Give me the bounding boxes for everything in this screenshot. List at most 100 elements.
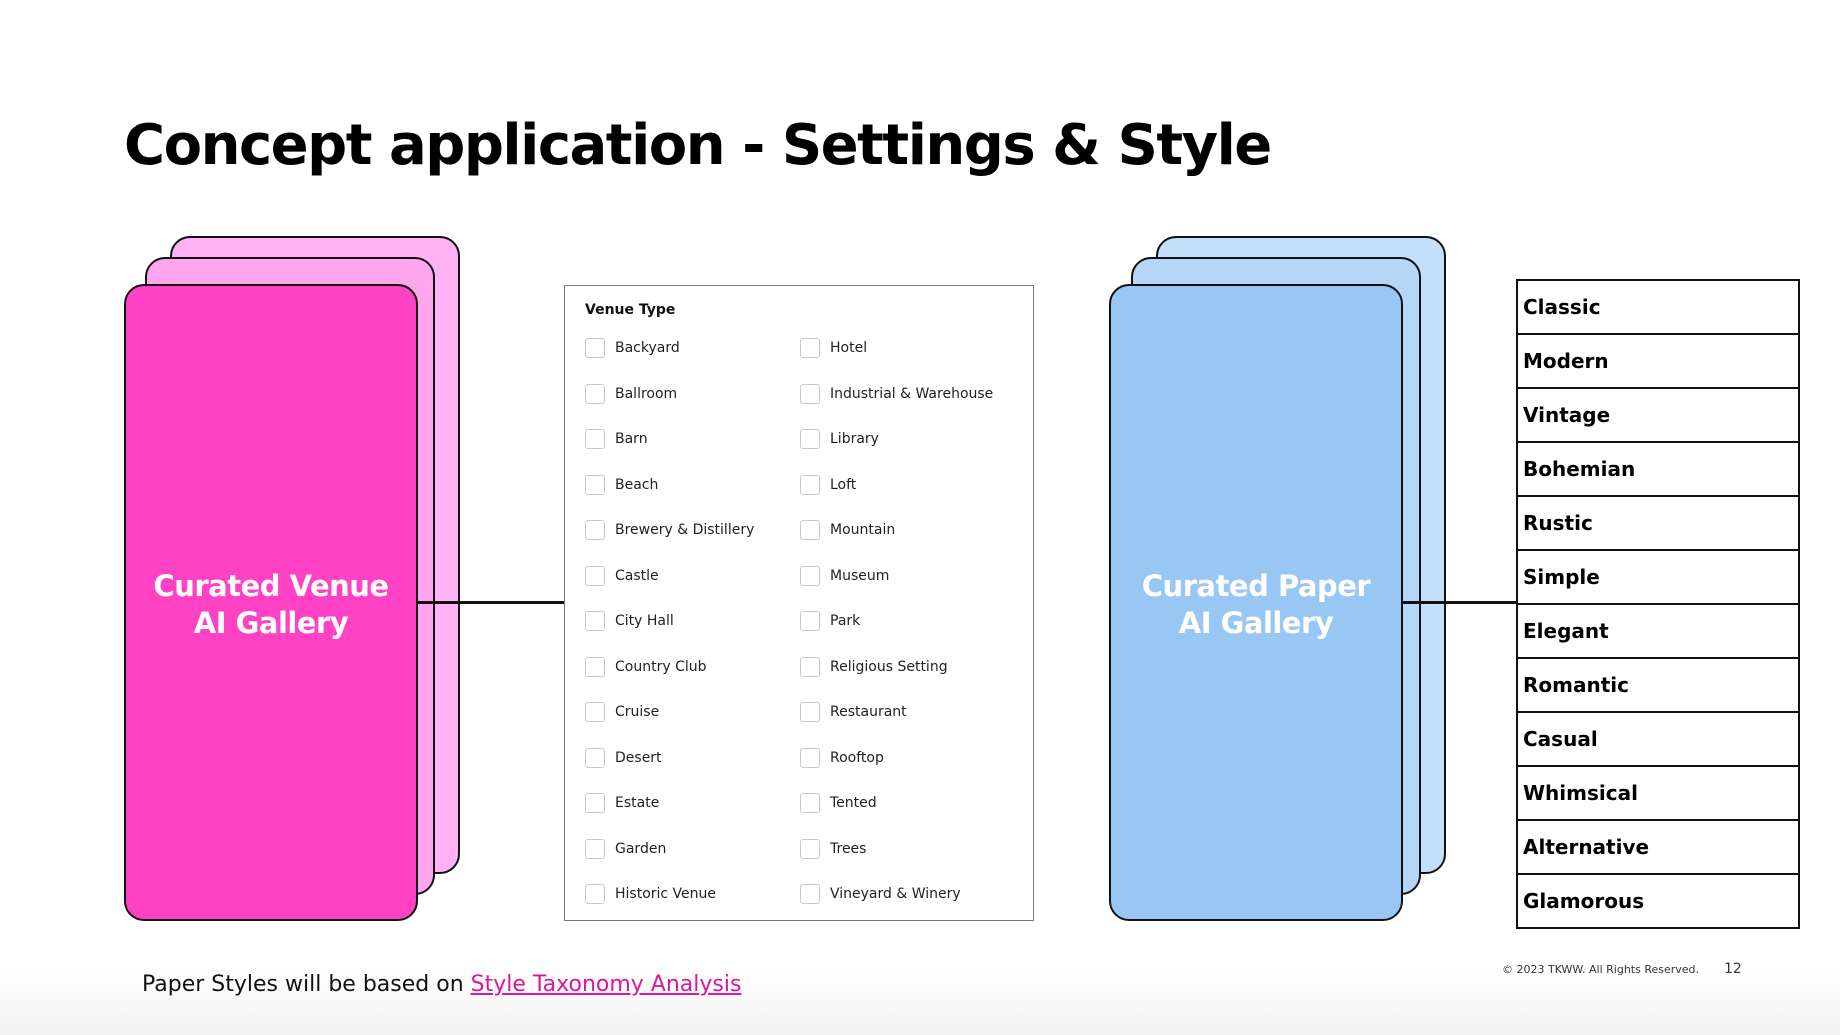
slide-title: Concept application - Settings & Style bbox=[124, 113, 1272, 178]
venue-option-checkbox[interactable] bbox=[800, 702, 820, 722]
venue-option-checkbox[interactable] bbox=[800, 565, 820, 586]
venue-option-label: Trees bbox=[830, 840, 867, 857]
venue-option-label: Country Club bbox=[615, 658, 707, 675]
venue-option[interactable]: Restaurant bbox=[800, 701, 907, 723]
venue-option-label: Cruise bbox=[615, 704, 660, 720]
style-option[interactable]: Romantic bbox=[1518, 659, 1798, 713]
venue-option-label: Estate bbox=[615, 795, 660, 811]
style-option[interactable]: Simple bbox=[1518, 551, 1798, 605]
venue-option-label: Museum bbox=[830, 567, 890, 584]
venue-option-label: Restaurant bbox=[830, 704, 907, 720]
venue-option[interactable]: Country Club bbox=[585, 656, 707, 678]
venue-option[interactable]: Loft bbox=[800, 474, 856, 496]
venue-option-checkbox[interactable] bbox=[585, 838, 605, 859]
venue-option-checkbox[interactable] bbox=[800, 474, 820, 495]
venue-option[interactable]: Desert bbox=[585, 747, 662, 769]
copyright-text: © 2023 TKWW. All Rights Reserved. bbox=[1502, 963, 1700, 976]
venue-option-checkbox[interactable] bbox=[800, 793, 820, 813]
venue-option-checkbox[interactable] bbox=[800, 747, 820, 768]
venue-option[interactable]: Beach bbox=[585, 474, 658, 496]
venue-option-label: Loft bbox=[830, 476, 857, 493]
venue-option-checkbox[interactable] bbox=[800, 656, 820, 677]
footer-band bbox=[0, 965, 1840, 1035]
venue-gallery-title-line1: Curated Venue bbox=[153, 569, 389, 603]
venue-option-checkbox[interactable] bbox=[585, 884, 605, 904]
venue-option-checkbox[interactable] bbox=[800, 520, 820, 540]
venue-option-checkbox[interactable] bbox=[585, 565, 605, 586]
paper-gallery-card[interactable]: Curated Paper AI Gallery bbox=[1109, 284, 1403, 921]
venue-option[interactable]: Hotel bbox=[800, 337, 867, 359]
venue-option-checkbox[interactable] bbox=[800, 429, 820, 449]
style-option[interactable]: Vintage bbox=[1518, 389, 1798, 443]
venue-option[interactable]: Castle bbox=[585, 565, 659, 587]
paper-gallery-title: Curated Paper AI Gallery bbox=[1111, 568, 1401, 642]
venue-option[interactable]: Museum bbox=[800, 565, 889, 587]
venue-option[interactable]: Estate bbox=[585, 792, 659, 814]
venue-option-checkbox[interactable] bbox=[585, 429, 605, 449]
venue-option-checkbox[interactable] bbox=[585, 474, 605, 495]
venue-option-label: Barn bbox=[615, 431, 648, 447]
style-option[interactable]: Casual bbox=[1518, 713, 1798, 767]
venue-gallery-card[interactable]: Curated Venue AI Gallery bbox=[124, 284, 418, 921]
footer-note-text: Paper Styles will be based on bbox=[142, 972, 471, 997]
paper-gallery-title-line2: AI Gallery bbox=[1178, 606, 1334, 640]
venue-option-checkbox[interactable] bbox=[800, 838, 820, 859]
venue-option-label: Hotel bbox=[830, 340, 868, 356]
venue-option[interactable]: Cruise bbox=[585, 701, 659, 723]
style-option[interactable]: Classic bbox=[1518, 281, 1798, 335]
style-taxonomy-link[interactable]: Style Taxonomy Analysis bbox=[470, 972, 742, 997]
venue-option[interactable]: Barn bbox=[585, 428, 648, 450]
venue-option-label: Backyard bbox=[615, 340, 680, 356]
venue-connector-line bbox=[417, 601, 565, 604]
venue-option[interactable]: Rooftop bbox=[800, 747, 884, 769]
venue-option-label: Park bbox=[830, 613, 861, 629]
page-number: 12 bbox=[1724, 961, 1742, 977]
venue-option-checkbox[interactable] bbox=[800, 884, 820, 904]
style-option[interactable]: Alternative bbox=[1518, 821, 1798, 875]
venue-option-checkbox[interactable] bbox=[585, 520, 605, 540]
venue-option-checkbox[interactable] bbox=[585, 747, 605, 768]
style-option[interactable]: Glamorous bbox=[1518, 875, 1798, 929]
venue-option-checkbox[interactable] bbox=[585, 383, 605, 404]
venue-option-label: Library bbox=[830, 431, 879, 447]
venue-option[interactable]: Park bbox=[800, 610, 860, 632]
venue-option-label: Vineyard & Winery bbox=[830, 886, 961, 902]
venue-option[interactable]: Brewery & Distillery bbox=[585, 519, 754, 541]
venue-option-label: Desert bbox=[615, 749, 662, 766]
venue-option-label: City Hall bbox=[615, 613, 674, 629]
venue-option[interactable]: Backyard bbox=[585, 337, 680, 359]
venue-option-label: Religious Setting bbox=[830, 658, 948, 675]
venue-option[interactable]: Religious Setting bbox=[800, 656, 948, 678]
style-option[interactable]: Modern bbox=[1518, 335, 1798, 389]
venue-option-label: Ballroom bbox=[615, 385, 678, 402]
style-option[interactable]: Bohemian bbox=[1518, 443, 1798, 497]
venue-option-label: Brewery & Distillery bbox=[615, 522, 755, 538]
venue-option[interactable]: Vineyard & Winery bbox=[800, 883, 961, 905]
venue-option[interactable]: Historic Venue bbox=[585, 883, 716, 905]
venue-option[interactable]: Tented bbox=[800, 792, 877, 814]
venue-option[interactable]: Garden bbox=[585, 838, 666, 860]
venue-option-label: Industrial & Warehouse bbox=[830, 385, 994, 402]
venue-option-checkbox[interactable] bbox=[585, 702, 605, 722]
venue-option-label: Rooftop bbox=[830, 749, 884, 766]
venue-option-checkbox[interactable] bbox=[800, 611, 820, 631]
venue-option[interactable]: Industrial & Warehouse bbox=[800, 383, 993, 405]
venue-option[interactable]: Ballroom bbox=[585, 383, 677, 405]
venue-option-checkbox[interactable] bbox=[800, 383, 820, 404]
venue-option[interactable]: City Hall bbox=[585, 610, 674, 632]
style-option[interactable]: Elegant bbox=[1518, 605, 1798, 659]
style-option[interactable]: Rustic bbox=[1518, 497, 1798, 551]
venue-gallery-title-line2: AI Gallery bbox=[193, 606, 349, 640]
style-option[interactable]: Whimsical bbox=[1518, 767, 1798, 821]
venue-option-checkbox[interactable] bbox=[585, 338, 605, 358]
venue-option-checkbox[interactable] bbox=[800, 338, 820, 358]
venue-option[interactable]: Mountain bbox=[800, 519, 895, 541]
venue-option-checkbox[interactable] bbox=[585, 793, 605, 813]
venue-gallery-title: Curated Venue AI Gallery bbox=[126, 568, 416, 642]
venue-type-label: Venue Type bbox=[585, 302, 676, 318]
venue-option[interactable]: Trees bbox=[800, 838, 866, 860]
venue-option-checkbox[interactable] bbox=[585, 611, 605, 631]
venue-option-checkbox[interactable] bbox=[585, 656, 605, 677]
venue-option[interactable]: Library bbox=[800, 428, 879, 450]
